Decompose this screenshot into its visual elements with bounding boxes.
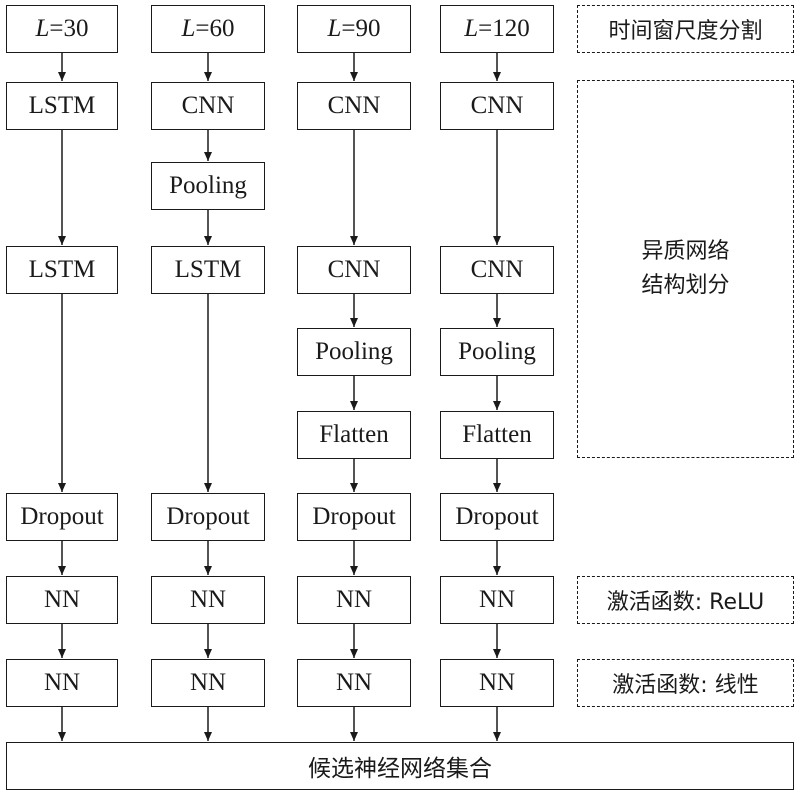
layer-box-lstm: LSTM [151, 246, 265, 294]
layer-box-cnn: CNN [440, 246, 554, 294]
note-hetero-line1: 异质网络 [641, 238, 730, 264]
layer-box-pooling: Pooling [151, 162, 265, 210]
layer-box-nn: NN [151, 576, 265, 624]
layer-box-nn: NN [151, 659, 265, 707]
layer-box-flatten: Flatten [297, 411, 411, 459]
layer-box-lstm: LSTM [6, 246, 118, 294]
window-value: =90 [341, 15, 381, 42]
window-variable: L [327, 15, 342, 42]
note-window-split: 时间窗尺度分割 [577, 5, 794, 53]
layer-box-cnn: CNN [297, 82, 411, 130]
note-heterogeneous-structure: 异质网络 结构划分 [577, 80, 794, 458]
layer-box-nn: NN [297, 659, 411, 707]
layer-box-cnn: CNN [440, 82, 554, 130]
layer-box-nn: NN [440, 576, 554, 624]
layer-box-pooling: Pooling [440, 328, 554, 376]
note-hetero-line2: 结构划分 [641, 273, 730, 298]
layer-box-nn: NN [440, 659, 554, 707]
layer-box-lstm: LSTM [6, 82, 118, 130]
window-value: =30 [49, 15, 89, 42]
note-activation-linear: 激活函数: 线性 [577, 659, 794, 707]
window-box-l30: L=30 [6, 5, 118, 53]
layer-box-pooling: Pooling [297, 328, 411, 376]
window-variable: L [181, 15, 196, 42]
layer-box-nn: NN [297, 576, 411, 624]
candidate-network-set-box: 候选神经网络集合 [6, 742, 794, 790]
window-box-l90: L=90 [297, 5, 411, 53]
window-value: =120 [478, 15, 530, 42]
layer-box-dropout: Dropout [297, 493, 411, 541]
window-box-l60: L=60 [151, 5, 265, 53]
layer-box-cnn: CNN [151, 82, 265, 130]
layer-box-dropout: Dropout [151, 493, 265, 541]
note-activation-relu: 激活函数: ReLU [577, 576, 794, 624]
layer-box-flatten: Flatten [440, 411, 554, 459]
window-variable: L [464, 15, 479, 42]
layer-box-dropout: Dropout [6, 493, 118, 541]
layer-box-nn: NN [6, 659, 118, 707]
window-value: =60 [195, 15, 235, 42]
layer-box-cnn: CNN [297, 246, 411, 294]
window-variable: L [35, 15, 50, 42]
layer-box-dropout: Dropout [440, 493, 554, 541]
layer-box-nn: NN [6, 576, 118, 624]
window-box-l120: L=120 [440, 5, 554, 53]
